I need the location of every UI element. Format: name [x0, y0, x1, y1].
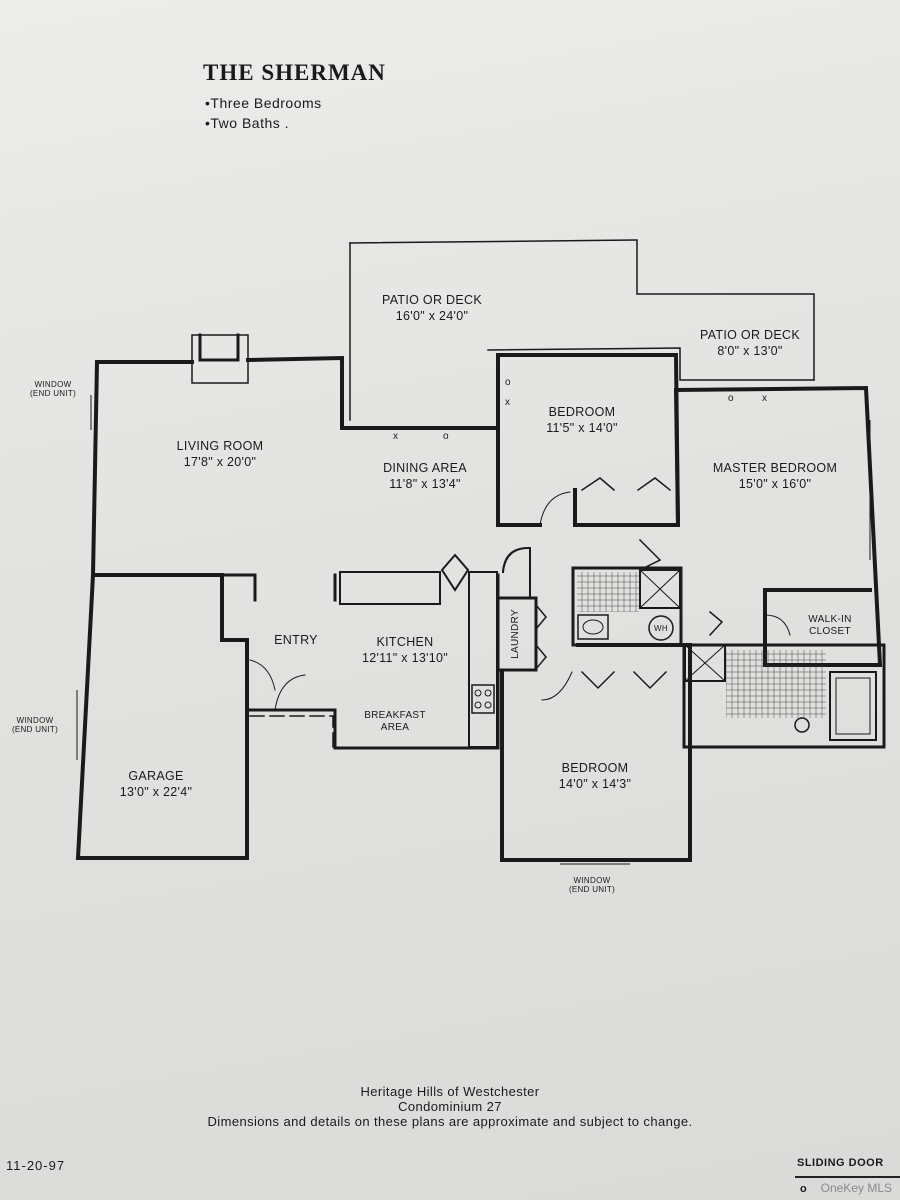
kitchen-dims: 12'11" x 13'10" — [361, 651, 449, 665]
master-bath — [682, 643, 886, 749]
bedroom-lower-label: BEDROOM 14'0" x 14'3" — [535, 760, 655, 792]
bedroom-upper-dims: 11'5" x 14'0" — [546, 421, 618, 435]
laundry-room — [496, 596, 538, 672]
fireplace — [191, 334, 249, 384]
window-note-garage: WINDOW (END UNIT) — [10, 716, 60, 734]
legend-sliding-door-symbol: o — [800, 1183, 807, 1195]
bedroom-upper-label: BEDROOM 11'5" x 14'0" — [522, 404, 642, 436]
feature-bedrooms: •Three Bedrooms — [205, 95, 322, 111]
window-note-bedroom: WINDOW (END UNIT) — [567, 876, 617, 894]
garage-dims: 13'0" x 22'4" — [119, 785, 193, 799]
master-bedroom-label: MASTER BEDROOM 15'0" x 16'0" — [705, 460, 845, 492]
bedroom-upper-name: BEDROOM — [548, 405, 616, 419]
dining-area-label: DINING AREA 11'8" x 13'4" — [365, 460, 485, 492]
master-bedroom-name: MASTER BEDROOM — [712, 461, 838, 475]
garage-walls — [75, 572, 249, 860]
svg-text:o: o — [443, 431, 449, 442]
svg-text:o: o — [728, 393, 734, 404]
bedroom-lower-walls — [500, 643, 692, 862]
bedroom-lower-dims: 14'0" x 14'3" — [558, 777, 632, 791]
window-note-living: WINDOW (END UNIT) — [28, 380, 78, 398]
svg-text:x: x — [505, 397, 510, 408]
patio-small-dims: 8'0" x 13'0" — [717, 344, 783, 358]
patio-small-outline — [487, 347, 815, 381]
master-bedroom-dims: 15'0" x 16'0" — [738, 477, 812, 491]
living-room-name: LIVING ROOM — [176, 439, 264, 453]
master-bath-tile — [726, 650, 826, 718]
breakfast-area-name2: AREA — [380, 722, 410, 733]
footer-community: Heritage Hills of Westchester — [360, 1084, 540, 1099]
garage-name: GARAGE — [128, 769, 184, 783]
patio-large-label: PATIO OR DECK 16'0" x 24'0" — [372, 292, 492, 324]
walk-in-closet-name2: CLOSET — [809, 626, 851, 637]
water-heater-label: WH — [654, 624, 668, 633]
entry-label: ENTRY — [274, 633, 318, 647]
breakfast-area-label: BREAKFAST AREA — [350, 710, 440, 734]
kitchen-counter — [339, 571, 441, 605]
window-note-living-sub: (END UNIT) — [29, 389, 77, 398]
svg-text:x: x — [762, 393, 767, 404]
bedroom-lower-name: BEDROOM — [561, 761, 629, 775]
patio-small-name: PATIO OR DECK — [700, 328, 800, 342]
garage-label: GARAGE 13'0" x 22'4" — [96, 768, 216, 800]
laundry-label: LAUNDRY — [510, 609, 521, 659]
feature-baths: •Two Baths . — [205, 115, 290, 131]
window-note-bedroom-sub: (END UNIT) — [568, 885, 616, 894]
living-room-label: LIVING ROOM 17'8" x 20'0" — [160, 438, 280, 470]
watermark: OneKey MLS — [820, 1181, 892, 1195]
entry-walls — [220, 573, 337, 712]
legend-rule — [795, 1176, 900, 1178]
plan-title: THE SHERMAN — [203, 60, 386, 85]
window-note-garage-label: WINDOW — [16, 716, 54, 725]
living-room-dims: 17'8" x 20'0" — [183, 455, 257, 469]
walk-in-closet-label: WALK-IN CLOSET — [790, 614, 870, 638]
patio-large-dims: 16'0" x 24'0" — [395, 309, 469, 323]
svg-text:o: o — [505, 377, 511, 388]
kitchen-label: KITCHEN 12'11" x 13'10" — [345, 634, 465, 666]
plan-date: 11-20-97 — [6, 1158, 66, 1173]
dining-area-dims: 11'8" x 13'4" — [389, 477, 461, 491]
breakfast-area-name: BREAKFAST — [364, 710, 426, 721]
patio-large-name: PATIO OR DECK — [382, 293, 482, 307]
bedroom-upper-walls — [496, 353, 681, 527]
legend-sliding-door: SLIDING DOOR — [797, 1157, 884, 1169]
patio-small-label: PATIO OR DECK 8'0" x 13'0" — [695, 327, 805, 359]
svg-text:x: x — [393, 431, 398, 442]
footer-disclaimer: Dimensions and details on these plans ar… — [207, 1114, 693, 1129]
hall-bath-tile — [577, 572, 639, 612]
dining-area-name: DINING AREA — [383, 461, 467, 475]
patio-large-outline — [349, 239, 815, 381]
footer-condominium: Condominium 27 — [398, 1099, 502, 1114]
walk-in-closet-name: WALK-IN — [808, 614, 852, 625]
window-note-garage-sub: (END UNIT) — [11, 725, 59, 734]
living-room-walls — [95, 355, 498, 430]
kitchen-name: KITCHEN — [376, 635, 434, 649]
window-note-living-label: WINDOW — [34, 380, 72, 389]
window-note-bedroom-label: WINDOW — [573, 876, 611, 885]
tub — [829, 671, 877, 741]
